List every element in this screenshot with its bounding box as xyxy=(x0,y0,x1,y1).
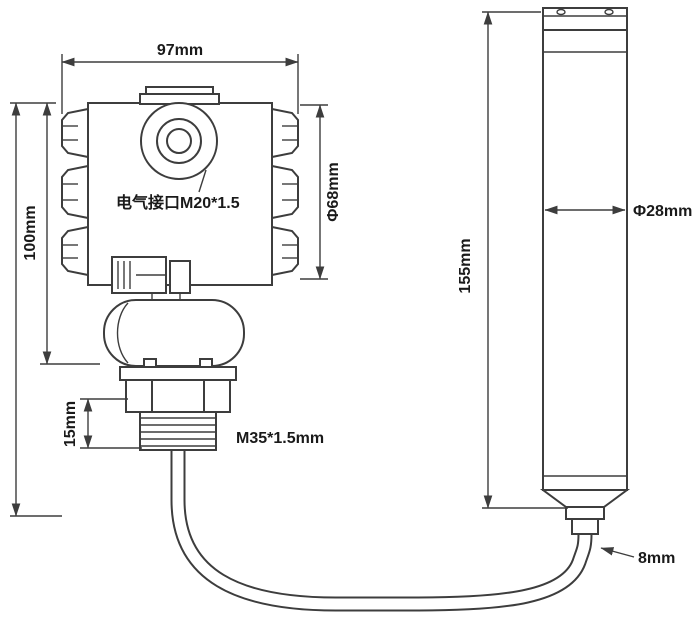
mounting-bracket xyxy=(111,256,191,294)
dim-cable-diameter-label: 8mm xyxy=(638,550,675,567)
dim-probe-diameter: Φ28mm xyxy=(544,203,692,220)
dim-probe-length: 155mm xyxy=(457,11,568,509)
leader-line xyxy=(600,547,635,558)
housing-rib-right-top xyxy=(271,107,299,159)
housing-rib-left-top xyxy=(61,107,89,159)
dim-housing-height-label: 100mm xyxy=(22,205,39,260)
probe-taper xyxy=(539,489,631,508)
connector-oval xyxy=(103,299,245,367)
probe-cap xyxy=(542,7,628,31)
dim-cable-diameter: 8mm xyxy=(600,547,675,567)
hex-nut xyxy=(125,379,231,413)
probe-assembly xyxy=(539,7,631,535)
probe-body xyxy=(542,29,628,491)
electrical-port-leader xyxy=(198,169,207,193)
bracket-block xyxy=(169,260,191,294)
flange-bolt-left xyxy=(143,358,157,368)
dim-housing-height: 100mm xyxy=(22,102,100,365)
probe-collar xyxy=(565,506,605,520)
probe-vent-hole-right xyxy=(604,8,614,16)
connection-cable xyxy=(170,450,593,612)
dim-housing-diameter: Φ68mm xyxy=(300,104,342,280)
process-connection: M35*1.5mm xyxy=(103,293,324,451)
transmitter-assembly: 电气接口M20*1.5 xyxy=(61,86,324,451)
housing-rib-right-bottom xyxy=(271,225,299,277)
electrical-port-label: 电气接口M20*1.5 xyxy=(116,193,240,212)
process-thread-label: M35*1.5mm xyxy=(236,430,324,447)
cable-core xyxy=(172,450,591,610)
dim-probe-diameter-label: Φ28mm xyxy=(633,203,692,220)
dimensions: 97mm 100mm Φ68mm 15mm xyxy=(10,11,692,567)
cable-outline xyxy=(170,450,593,612)
dim-housing-diameter-label: Φ68mm xyxy=(325,162,342,221)
probe-cable-nipple xyxy=(571,518,599,535)
dim-probe-length-label: 155mm xyxy=(457,238,474,293)
housing-rib-left-mid xyxy=(61,164,89,220)
probe-vent-hole-left xyxy=(556,8,566,16)
dim-overall-height xyxy=(10,102,62,517)
housing-rib-left-bottom xyxy=(61,225,89,277)
dim-neck-height-label: 15mm xyxy=(62,401,79,447)
housing-rib-right-mid xyxy=(271,164,299,220)
flange-disc xyxy=(119,366,237,381)
connector-oval-inner xyxy=(116,302,129,364)
flange-bolt-right xyxy=(199,358,213,368)
dim-neck-height: 15mm xyxy=(62,398,142,449)
dim-housing-width: 97mm xyxy=(61,42,299,114)
gland-boss-inner xyxy=(166,128,192,154)
dim-housing-width-label: 97mm xyxy=(157,42,203,59)
